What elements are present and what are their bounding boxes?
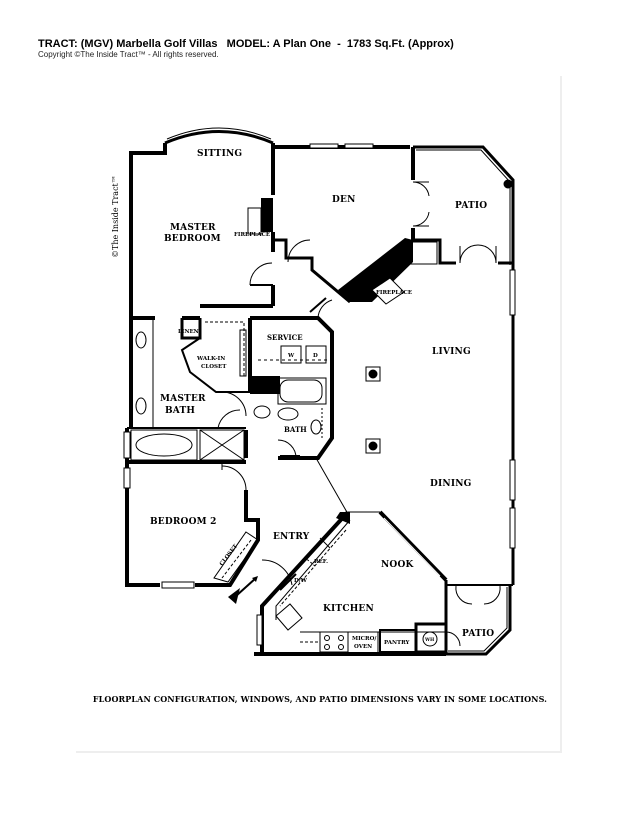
- walkin-closet-wall: [180, 337, 250, 393]
- master-bath-toilet: [253, 405, 271, 419]
- master-bath-door[interactable]: [221, 391, 247, 417]
- living-patio-door[interactable]: [459, 244, 479, 264]
- label-sitting: SITTING: [197, 149, 242, 159]
- bath-toilet: [277, 407, 299, 421]
- bath-tub: [279, 379, 323, 403]
- label-patio-top: PATIO: [455, 201, 487, 211]
- entry-arrow-icon: [228, 576, 258, 604]
- label-dining: DINING: [430, 479, 472, 489]
- label-service: SERVICE: [267, 333, 303, 342]
- master-bedroom-door[interactable]: [249, 262, 273, 286]
- den-window: [309, 143, 339, 149]
- dryer: [305, 345, 327, 364]
- patio-bottom-railing: [446, 585, 512, 656]
- entry-door[interactable]: [261, 559, 293, 586]
- floorplan-card: [76, 76, 562, 753]
- den-door[interactable]: [287, 239, 311, 263]
- label-micro-oven-2: OVEN: [354, 644, 372, 650]
- stove: [319, 631, 349, 653]
- dining-column: [365, 438, 381, 454]
- bedroom2-walls: [125, 428, 260, 587]
- patio-top-railing: [413, 145, 515, 265]
- dining-window: [509, 459, 516, 501]
- master-bath-vanity: [130, 317, 154, 429]
- watermark-text: ©The Inside Tract™: [111, 175, 120, 258]
- plan-title: TRACT: (MGV) Marbella Golf Villas MODEL:…: [38, 38, 454, 50]
- label-fireplace-den: FIREPLACE: [376, 290, 412, 296]
- washer: [280, 345, 302, 364]
- den-fireplace: [338, 238, 413, 302]
- copyright-notice: Copyright ©The Inside Tract™ - All right…: [38, 50, 219, 59]
- master-bath-tub: [135, 433, 193, 457]
- master-fireplace: [261, 198, 273, 232]
- nook-wall: [378, 510, 448, 582]
- label-bedroom2: BEDROOM 2: [150, 517, 217, 527]
- label-micro-oven: MICRO/: [352, 636, 377, 642]
- water-heater-closet: [414, 622, 448, 654]
- bedroom2-window-side: [123, 467, 131, 489]
- label-kitchen: KITCHEN: [323, 604, 374, 614]
- label-living: LIVING: [432, 347, 471, 357]
- label-dryer: D: [313, 353, 318, 359]
- linen-closet: [180, 318, 202, 340]
- bedroom2-window: [161, 581, 195, 589]
- label-patio-bottom: PATIO: [462, 629, 494, 639]
- living-column: [365, 366, 381, 382]
- label-master-bath: MASTER: [160, 394, 206, 404]
- label-walkin-closet: WALK-IN: [196, 356, 225, 362]
- footer-note: FLOORPLAN CONFIGURATION, WINDOWS, AND PA…: [92, 694, 548, 704]
- master-bath-window: [123, 431, 131, 459]
- living-window: [509, 269, 516, 316]
- header: TRACT: (MGV) Marbella Golf Villas MODEL:…: [38, 38, 454, 60]
- label-washer: W: [287, 353, 295, 359]
- label-linen: LINEN: [178, 329, 199, 335]
- label-den: DEN: [332, 195, 356, 205]
- label-fireplace-master: FIREPLACE: [234, 232, 270, 238]
- kitchen-window: [256, 614, 263, 646]
- label-master-bath-2: BATH: [165, 406, 195, 416]
- label-dw: D/W: [294, 578, 308, 584]
- label-ref: REF.: [314, 559, 328, 565]
- label-closet: CLOSET: [219, 543, 240, 567]
- bedroom2-door[interactable]: [221, 465, 247, 491]
- service-door[interactable]: [317, 299, 333, 319]
- bath-sink: [310, 419, 322, 435]
- label-wh: WH: [424, 637, 435, 643]
- label-bath: BATH: [284, 425, 307, 434]
- label-nook: NOOK: [381, 560, 415, 570]
- patio-column: [503, 179, 513, 189]
- nook-patio-door[interactable]: [455, 585, 473, 605]
- bedroom2-closet: [213, 531, 259, 583]
- label-walkin-closet-2: CLOSET: [201, 364, 227, 370]
- sitting-bay-window: [164, 130, 274, 145]
- water-heater: [422, 631, 438, 647]
- label-master-bedroom-2: BEDROOM: [164, 234, 221, 244]
- label-pantry: PANTRY: [384, 640, 410, 646]
- kitchen-sink: [275, 603, 303, 631]
- den-patio-door[interactable]: [412, 181, 430, 197]
- label-master-bedroom: MASTER: [170, 223, 216, 233]
- label-entry: ENTRY: [273, 532, 310, 542]
- master-bath-sink: [135, 331, 147, 349]
